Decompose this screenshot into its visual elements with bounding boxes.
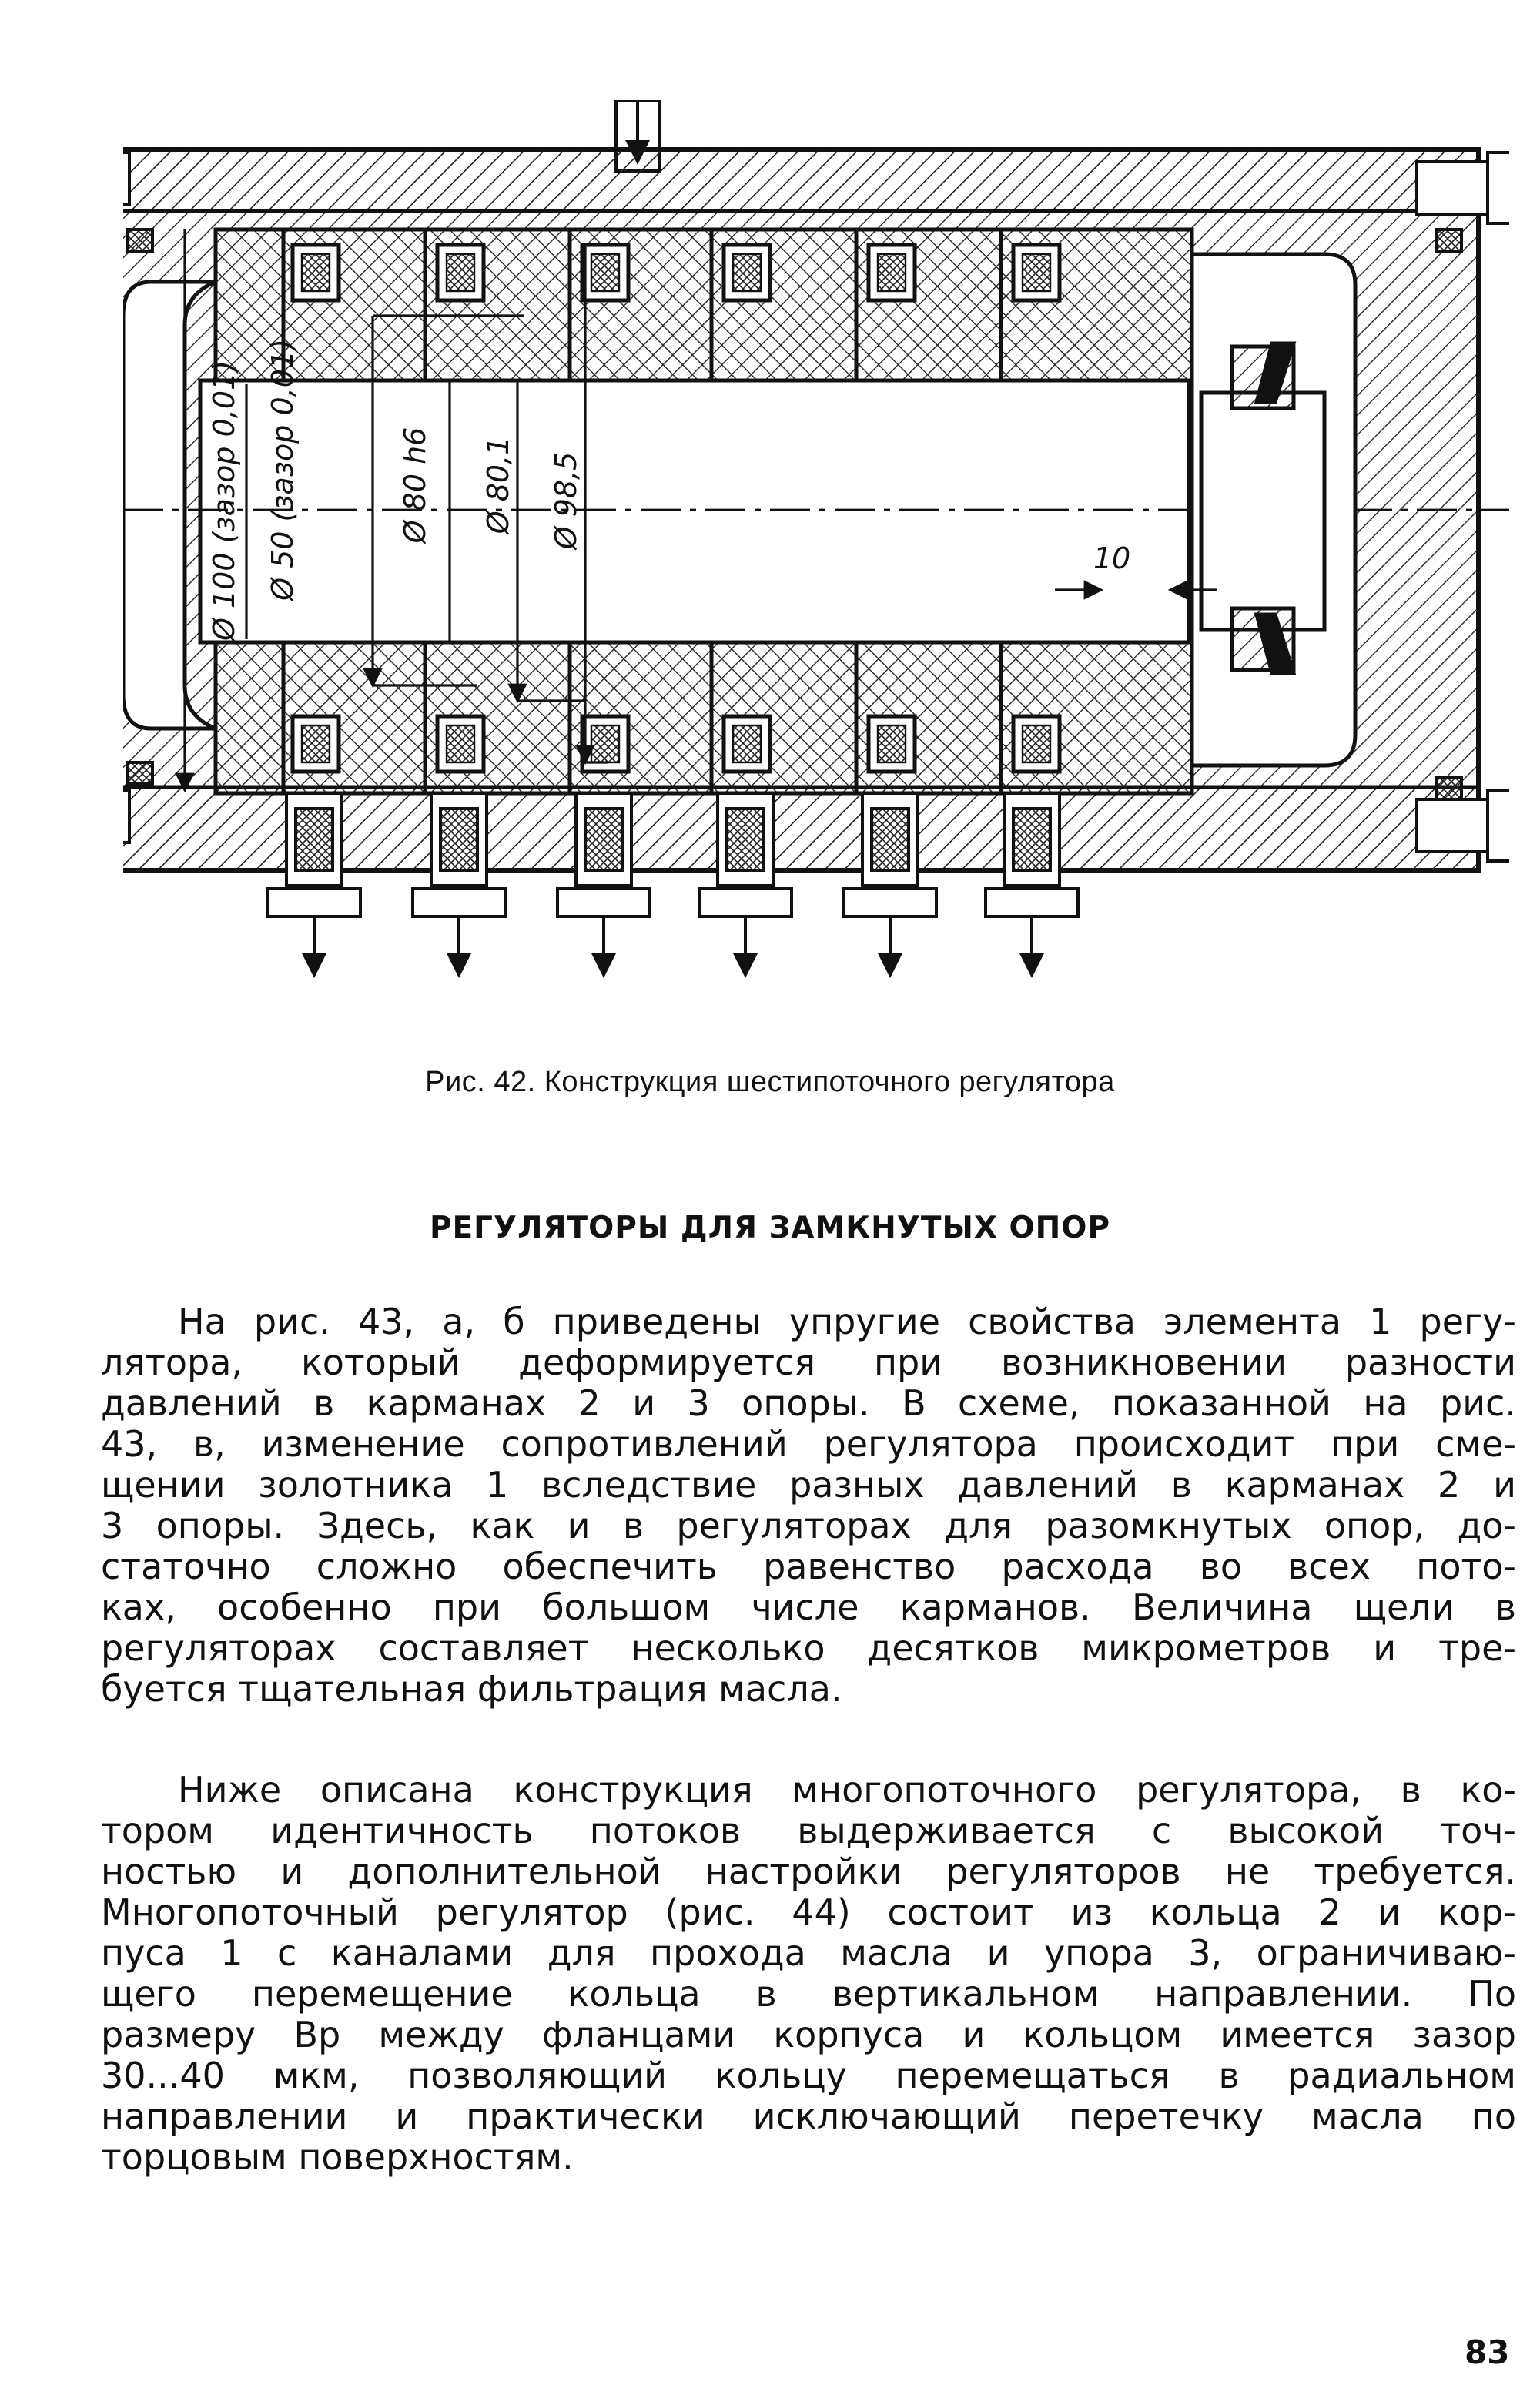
text-line: тором идентичность потоков выдерживается… xyxy=(101,1810,1516,1851)
label-d80-1: Ø 80,1 xyxy=(481,437,515,536)
text-line: буется тщательная фильтрация масла. xyxy=(101,1668,842,1710)
label-gap-10: 10 xyxy=(1093,541,1130,575)
text-line: ках, особенно при большом числе карманов… xyxy=(101,1586,1516,1628)
text-line: лятора, который деформируется при возник… xyxy=(101,1342,1516,1383)
figure-caption: Рис. 42. Конструкция шестипоточного регу… xyxy=(425,1066,1115,1098)
paragraph-2: Ниже описана конструкция многопоточного … xyxy=(101,1770,1516,2178)
page-number: 83 xyxy=(1465,2333,1510,2371)
text-line: регуляторах составляет несколько десятко… xyxy=(101,1627,1516,1669)
outlet-fittings xyxy=(266,792,1080,978)
dimension-labels: Ø 100 (зазор 0,01) Ø 50 (зазор 0,01) Ø 8… xyxy=(207,339,1130,642)
text-line: 43, в, изменение сопротивлений регулятор… xyxy=(101,1423,1516,1465)
section-heading: РЕГУЛЯТОРЫ ДЛЯ ЗАМКНУТЫХ ОПОР xyxy=(429,1211,1111,1245)
text-line: щении золотника 1 вследствие разных давл… xyxy=(101,1464,1516,1506)
text-line: торцовым поверхностям. xyxy=(101,2136,574,2178)
text-line: давлений в карманах 2 и 3 опоры. В схеме… xyxy=(101,1382,1516,1424)
regulator-drawing: Ø 100 (зазор 0,01) Ø 50 (зазор 0,01) Ø 8… xyxy=(123,100,1509,978)
right-end xyxy=(1190,252,1358,768)
text-line: размеру Bр между фланцами корпуса и коль… xyxy=(101,2014,1516,2055)
paragraph-1: На рис. 43, а, б приведены упругие свойс… xyxy=(101,1302,1516,1710)
label-d100: Ø 100 (зазор 0,01) xyxy=(207,360,241,642)
corner-bolts xyxy=(123,151,1509,863)
o-rings xyxy=(126,228,1463,801)
text-line: На рис. 43, а, б приведены упругие свойс… xyxy=(178,1301,1516,1342)
label-d80h6: Ø 80 h6 xyxy=(398,427,432,545)
text-line: Многопоточный регулятор (рис. 44) состои… xyxy=(101,1891,1516,1933)
label-d50: Ø 50 (зазор 0,01) xyxy=(266,339,300,602)
text-line: пуса 1 с каналами для прохода масла и уп… xyxy=(101,1932,1516,1974)
shaft xyxy=(198,378,1191,645)
dimension-lines xyxy=(175,229,1217,793)
text-line: 30...40 мкм, позволяющий кольцу перемеща… xyxy=(101,2055,1516,2096)
text-line: ностью и дополнительной настройки регуля… xyxy=(101,1851,1516,1892)
text-line: статочно сложно обеспечить равенство рас… xyxy=(101,1546,1516,1587)
text-line: направлении и практически исключающий пе… xyxy=(101,2095,1516,2137)
label-d98-5: Ø 98,5 xyxy=(549,452,583,551)
text-line: щего перемещение кольца в вертикальном н… xyxy=(101,1973,1516,2015)
text-line: Ниже описана конструкция многопоточного … xyxy=(178,1769,1516,1811)
text-line: 3 опоры. Здесь, как и в регуляторах для … xyxy=(101,1505,1516,1546)
